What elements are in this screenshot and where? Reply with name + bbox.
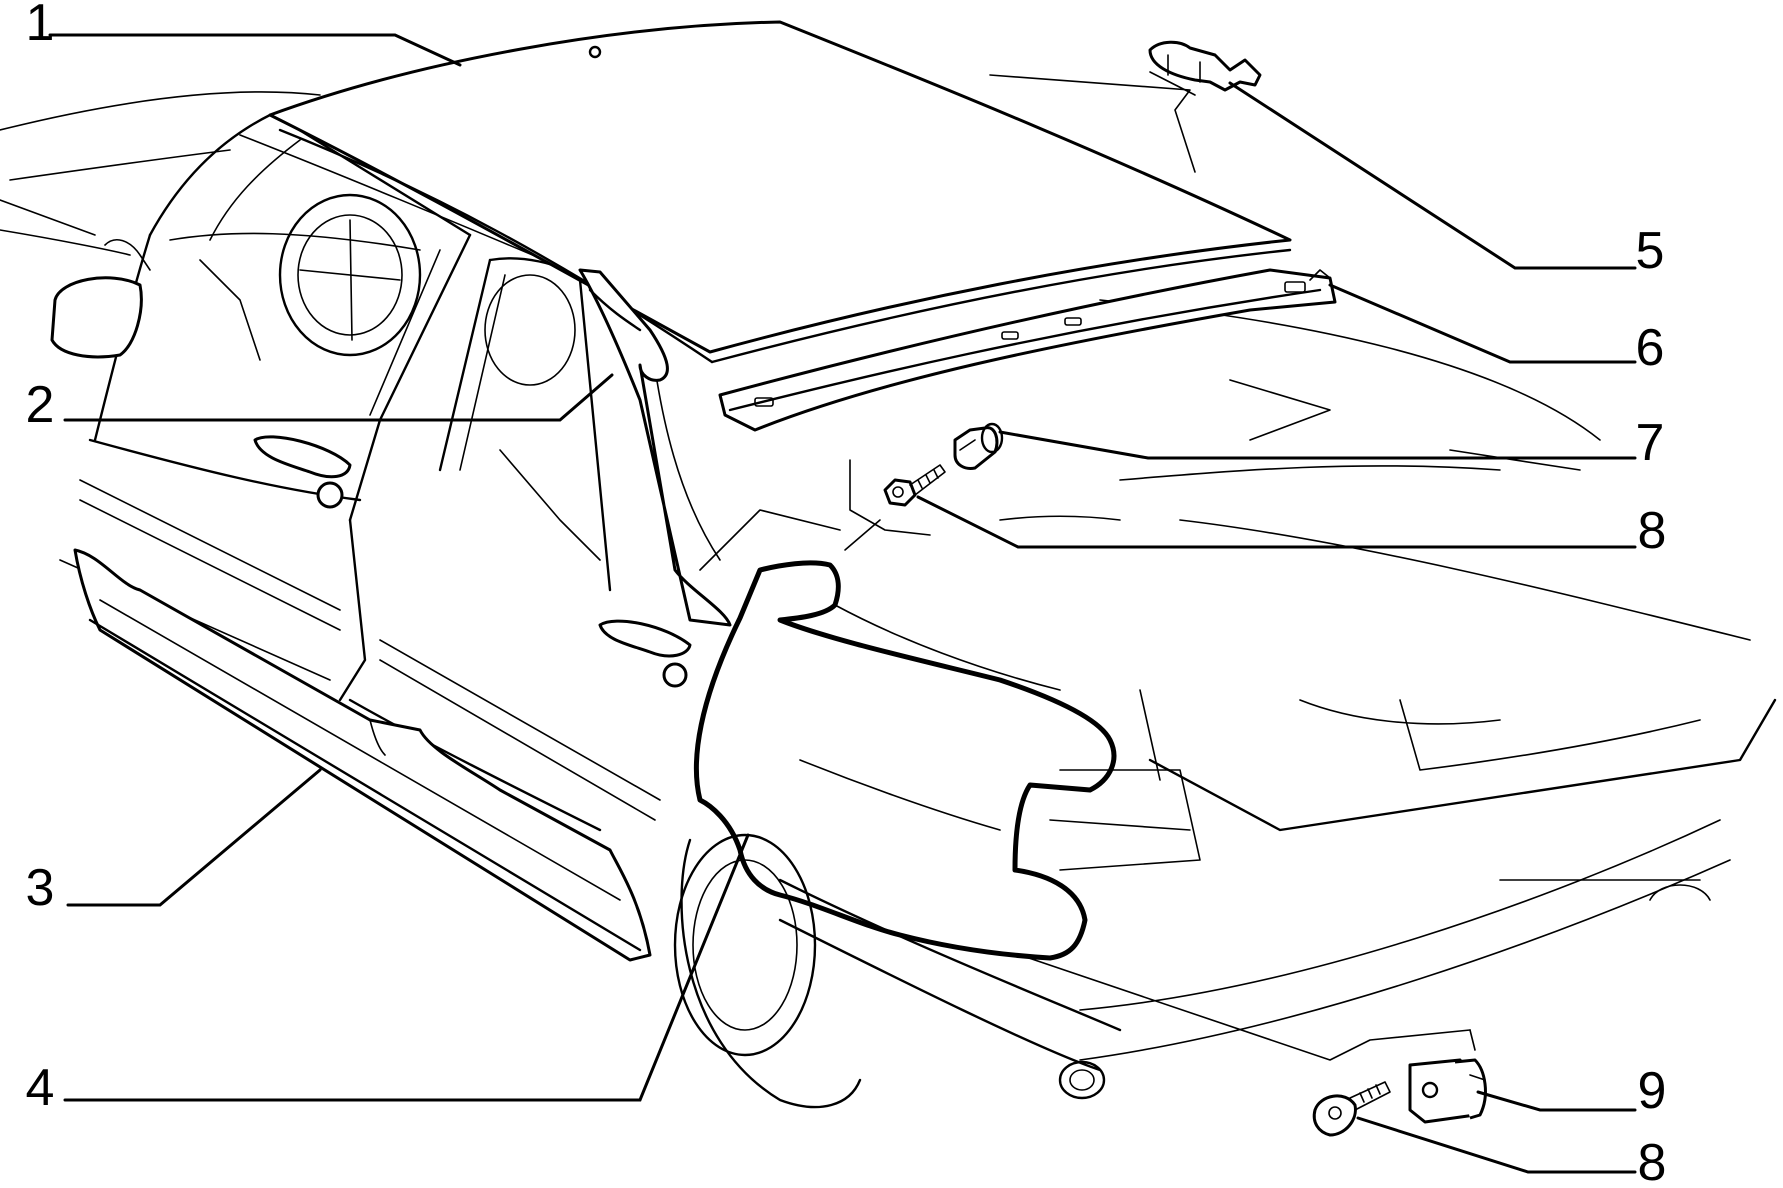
callout-9: 9	[1638, 1062, 1667, 1120]
part-8-screw-lower	[1312, 1081, 1391, 1137]
callout-8-upper: 8	[1638, 502, 1667, 560]
callout-4: 4	[26, 1059, 55, 1117]
part-7-clip	[953, 422, 1004, 470]
part-8-screw-upper	[883, 464, 946, 507]
callout-labels: 1 2 3 4 5 6 7 8 9 8	[26, 0, 1667, 1188]
leader-9	[1476, 1090, 1637, 1112]
part-4-rear-quarter-panel	[693, 560, 1117, 961]
leader-8a	[916, 495, 1637, 549]
part-5-seal-strip	[1148, 40, 1262, 92]
callout-3: 3	[26, 859, 55, 917]
leader-1	[48, 33, 462, 67]
leader-6	[1328, 283, 1637, 364]
leader-5	[1228, 81, 1637, 270]
callout-6: 6	[1636, 319, 1665, 377]
leader-2	[63, 373, 614, 422]
leader-lines	[48, 33, 1637, 1174]
part-1-roof-panel	[268, 20, 1292, 364]
part-6-rear-crossmember	[718, 268, 1337, 432]
part-3-sill-panel	[73, 548, 652, 962]
callout-7: 7	[1636, 414, 1665, 472]
leader-4	[63, 833, 750, 1102]
callout-8-lower: 8	[1638, 1134, 1667, 1188]
callout-2: 2	[26, 376, 55, 434]
callout-5: 5	[1636, 222, 1665, 280]
leader-7	[998, 430, 1637, 460]
callout-1: 1	[26, 0, 55, 52]
part-2-b-pillar-trim	[578, 268, 732, 627]
car-body-outline	[0, 91, 1777, 1109]
leader-8b	[1356, 1116, 1637, 1174]
part-9-nut-clip	[1408, 1058, 1487, 1124]
leader-3	[66, 768, 322, 907]
